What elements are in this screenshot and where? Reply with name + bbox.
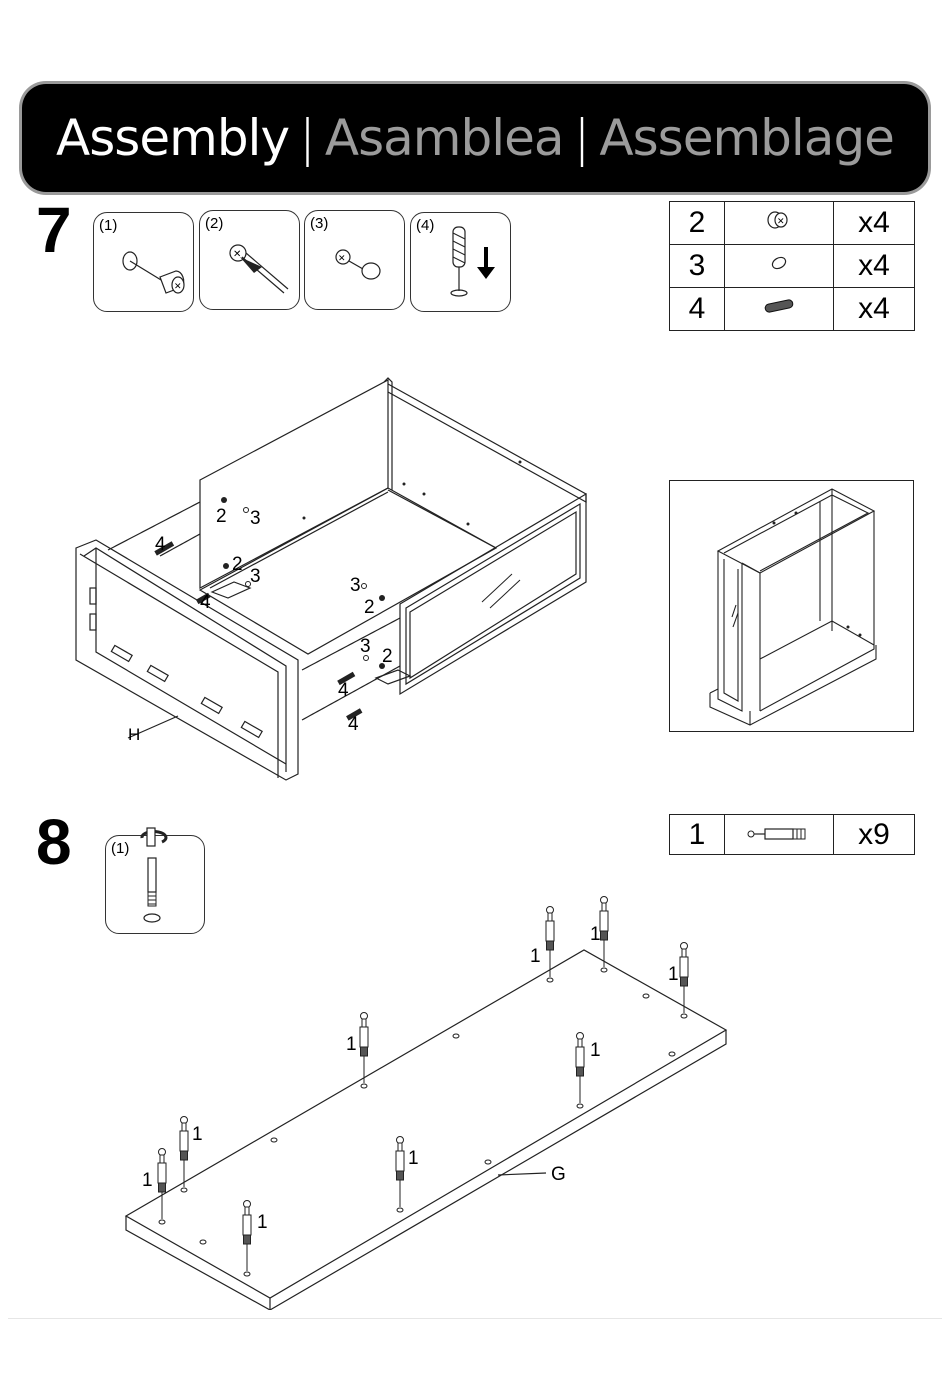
substep-7-3-cover-cap: (3) ✕: [304, 210, 405, 310]
cam-bolt-label: 1: [590, 924, 601, 945]
dowel-insert-icon: [411, 213, 510, 311]
callout-2: 2: [232, 554, 243, 575]
cam-bolt: 1: [396, 1137, 419, 1208]
parts-row: 1 x9: [670, 815, 915, 855]
callout-4: 4: [200, 592, 211, 613]
cam-bolt-group: 1 1 1 1 1 1 1 1 1: [142, 897, 688, 1272]
cam-bolt-label: 1: [408, 1148, 419, 1169]
step-8-number: 8: [36, 810, 72, 874]
title-spanish: Asamblea: [325, 109, 564, 167]
part-id: 1: [670, 815, 725, 855]
parts-row: 2 ✕ x4: [670, 202, 915, 245]
cam-bolt: 1: [576, 1033, 601, 1104]
wood-dowel-icon: [725, 288, 834, 331]
cam-bolt-icon: [725, 815, 834, 855]
svg-text:✕: ✕: [338, 253, 346, 263]
cam-bolt: 1: [142, 1149, 166, 1220]
callout-4: 4: [155, 534, 166, 555]
part-qty: x4: [834, 288, 915, 331]
svg-text:✕: ✕: [233, 249, 241, 260]
part-qty: x9: [834, 815, 915, 855]
callout-2: 2: [382, 646, 393, 667]
cam-bolt-label: 1: [192, 1124, 203, 1145]
title-separator: |: [574, 109, 590, 167]
cam-lock-insert-icon: ✕: [94, 213, 193, 311]
panel-label-h: H: [128, 725, 140, 744]
part-qty: x4: [834, 202, 915, 245]
cam-bolt-label: 1: [530, 946, 541, 967]
step-8-parts-table: 1 x9: [669, 814, 915, 855]
cam-bolt: 1: [180, 1117, 203, 1188]
screwdriver-icon: ✕: [200, 211, 299, 309]
step-7-result-inset: [669, 480, 914, 732]
callout-4: 4: [338, 680, 349, 701]
finished-cabinet-drawing: [670, 481, 913, 731]
part-id: 4: [670, 288, 725, 331]
step-7-drawer-assembly-drawing: 2 3 2 3 4 4 3 2 3 2 4 4 H: [0, 370, 620, 790]
cam-bolt: 1: [590, 897, 608, 968]
svg-text:✕: ✕: [777, 216, 785, 226]
panel-label-g: G: [551, 1164, 566, 1185]
part-qty: x4: [834, 245, 915, 288]
footer-divider: [8, 1318, 942, 1319]
cam-bolt-label: 1: [257, 1212, 268, 1233]
cam-bolt-label: 1: [668, 964, 679, 985]
callout-3: 3: [350, 575, 361, 596]
callout-3: 3: [250, 566, 261, 587]
step-8-panel-g-drawing: 1 1 1 1 1 1 1 1 1 G: [0, 890, 760, 1310]
title-french: Assemblage: [599, 109, 894, 167]
cam-bolt-label: 1: [590, 1040, 601, 1061]
callout-4: 4: [348, 714, 359, 735]
substep-7-1-insert-cam-lock: (1) ✕: [93, 212, 194, 312]
callout-2: 2: [216, 506, 227, 527]
cam-lock-icon: ✕: [725, 202, 834, 245]
cam-bolt: 1: [243, 1201, 268, 1272]
svg-text:✕: ✕: [174, 281, 182, 291]
step-7-number: 7: [36, 198, 72, 262]
substep-7-4-insert-dowel: (4): [410, 212, 511, 312]
cam-bolt-label: 1: [346, 1034, 357, 1055]
callout-2: 2: [364, 597, 375, 618]
cam-cover-insert-icon: ✕: [305, 211, 404, 309]
title-english: Assembly: [56, 109, 289, 167]
parts-row: 4 x4: [670, 288, 915, 331]
cam-cover-icon: [725, 245, 834, 288]
cam-bolt: 1: [530, 907, 554, 978]
title-separator: |: [299, 109, 315, 167]
callout-3: 3: [360, 636, 371, 657]
part-id: 3: [670, 245, 725, 288]
parts-row: 3 x4: [670, 245, 915, 288]
callout-3: 3: [250, 508, 261, 529]
substep-7-2-tighten: (2) ✕: [199, 210, 300, 310]
section-header-banner: Assembly | Asamblea | Assemblage: [22, 84, 928, 192]
part-id: 2: [670, 202, 725, 245]
cam-bolt-label: 1: [142, 1170, 153, 1191]
step-7-parts-table: 2 ✕ x4 3 x4 4 x4: [669, 201, 915, 331]
cam-bolt: 1: [346, 1013, 368, 1084]
